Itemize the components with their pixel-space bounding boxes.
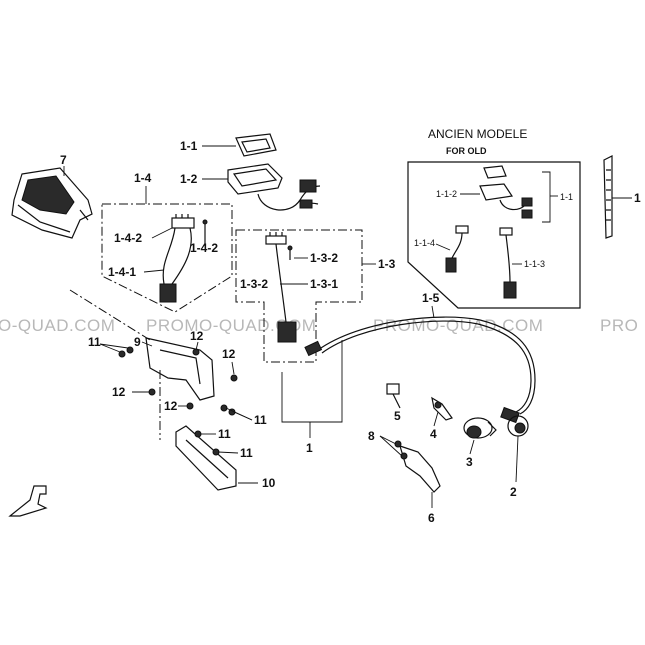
old-label-1-1-2: 1-1-2 — [436, 189, 457, 199]
box-1-3 — [235, 229, 363, 363]
watermark-4: PRO — [600, 316, 638, 335]
label-1-3: 1-3 — [378, 257, 396, 271]
harness-1-3 — [265, 232, 297, 343]
old-label-1-1-3: 1-1-3 — [524, 259, 545, 269]
label-1-4: 1-4 — [134, 171, 152, 185]
fasteners — [118, 346, 238, 456]
gear-2-part — [507, 415, 529, 437]
harness-1-4 — [159, 214, 208, 303]
watermark-1: O-QUAD.COM — [0, 316, 115, 335]
label-12d: 12 — [164, 399, 178, 413]
inset-title: ANCIEN MODELE — [428, 127, 527, 141]
label-11d: 11 — [240, 446, 253, 460]
label-7: 7 — [60, 153, 67, 167]
watermark-3: PROMO-QUAD.COM — [373, 316, 543, 335]
label-9: 9 — [134, 335, 141, 349]
label-12b: 12 — [222, 347, 236, 361]
watermark-2: PROMO-QUAD.COM — [146, 316, 316, 335]
label-1-3-2a: 1-3-2 — [310, 251, 338, 265]
bracket-6-part — [394, 440, 441, 493]
label-3: 3 — [466, 455, 473, 469]
label-4: 4 — [430, 427, 437, 441]
label-11c: 11 — [218, 427, 231, 441]
gear-3-part — [463, 417, 497, 439]
label-1-3-1: 1-3-1 — [310, 277, 338, 291]
bracket-10-part — [175, 425, 237, 491]
meter-lens-part — [235, 133, 277, 157]
label-2: 2 — [510, 485, 517, 499]
label-1: 1 — [306, 441, 313, 455]
old-harness-1-1-3 — [499, 227, 517, 299]
old-label-1-1-4: 1-1-4 — [414, 238, 435, 248]
meter-body-part — [227, 163, 321, 211]
label-11b: 11 — [254, 413, 267, 427]
bracket-9-part — [145, 337, 215, 401]
old-meter-part — [479, 165, 533, 219]
label-1-5: 1-5 — [422, 291, 440, 305]
label-1-2: 1-2 — [180, 172, 198, 186]
old-label-1-1: 1-1 — [560, 192, 573, 202]
group-1-bracket — [281, 340, 343, 423]
label-1-4-2b: 1-4-2 — [190, 241, 218, 255]
label-edge-1: 1 — [634, 191, 641, 205]
box-1-4 — [101, 203, 233, 313]
label-11a: 11 — [88, 335, 101, 349]
label-1-1: 1-1 — [180, 139, 198, 153]
label-5: 5 — [394, 409, 401, 423]
label-1-3-2b: 1-3-2 — [240, 277, 268, 291]
label-10: 10 — [262, 476, 276, 490]
cable-tie-part — [603, 155, 613, 239]
old-harness-1-1-4 — [445, 225, 469, 273]
meter-cover-part — [11, 167, 93, 239]
pin-4-part — [431, 396, 453, 421]
label-1-4-2a: 1-4-2 — [114, 231, 142, 245]
label-12c: 12 — [112, 385, 126, 399]
inset-subtitle: FOR OLD — [446, 146, 487, 156]
speedometer-cable — [304, 316, 536, 424]
front-arrow-icon — [8, 485, 48, 517]
label-8: 8 — [368, 429, 375, 443]
bolt-5-part — [386, 383, 401, 409]
label-6: 6 — [428, 511, 435, 525]
label-1-4-1: 1-4-1 — [108, 265, 136, 279]
label-12a: 12 — [190, 329, 204, 343]
old-model-box — [407, 161, 581, 309]
